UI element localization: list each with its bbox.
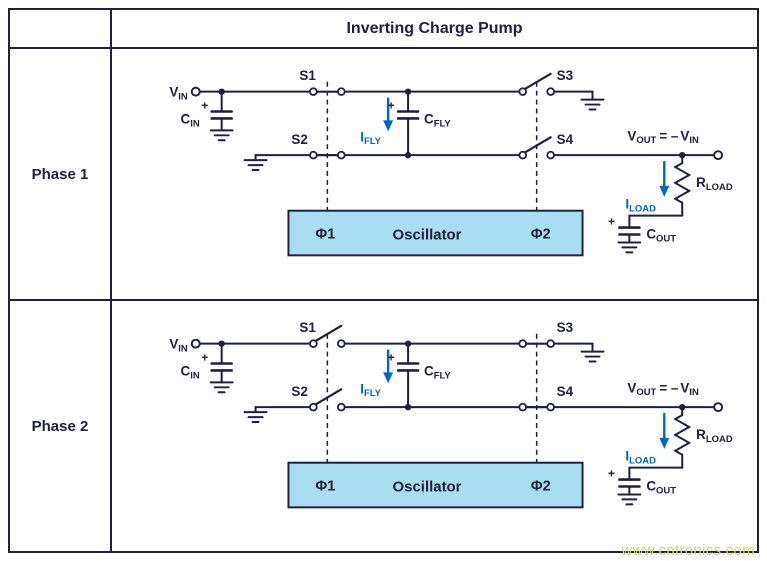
- switch-s3: [518, 339, 555, 348]
- page-title: Inverting Charge Pump: [110, 10, 757, 47]
- s3-label: S3: [557, 320, 573, 335]
- cfly-plus: +: [388, 351, 395, 365]
- ifly-label: IFLY: [360, 381, 381, 399]
- vin-terminal: [190, 338, 201, 349]
- phase1-circuit-diagram: Oscillator Φ1 Φ2 VIN CIN + S1 S2 S3 S4 I…: [169, 68, 733, 257]
- vin-label: VIN: [169, 337, 188, 355]
- cfly-capacitor: [396, 90, 420, 157]
- iload-label: ILOAD: [625, 197, 656, 215]
- phase2-circuit-diagram: Oscillator Φ1 Φ2 VIN CIN + S1 S2 S3 S4 I…: [169, 320, 733, 509]
- s4-label: S4: [557, 132, 574, 147]
- output-branch: [617, 154, 692, 254]
- cout-label: COUT: [646, 479, 676, 497]
- header-blank-cell: [10, 10, 110, 47]
- junction-dot: [404, 88, 412, 95]
- ground-left: [243, 154, 268, 172]
- junction-dot: [404, 403, 412, 411]
- cout-label: COUT: [646, 227, 676, 245]
- junction-dot: [679, 403, 686, 411]
- iload-current-arrow: [659, 413, 670, 449]
- cin-label: CIN: [181, 363, 200, 381]
- oscillator-box: [287, 209, 584, 257]
- phase1-circuit-cell: Oscillator Φ1 Φ2 VIN CIN + S1 S2 S3 S4 I…: [110, 47, 757, 299]
- cfly-label: CFLY: [424, 111, 451, 129]
- vin-label: VIN: [169, 85, 188, 103]
- oscillator-label: Oscillator: [393, 228, 462, 244]
- phi2-label: Φ2: [531, 227, 551, 243]
- phase1-row-label: Phase 1: [10, 47, 110, 299]
- oscillator-box: [287, 461, 584, 509]
- ifly-current-arrow: [383, 97, 394, 132]
- cfly-plus: +: [388, 99, 395, 113]
- rload-resistor: [673, 162, 692, 204]
- s1-label: S1: [299, 68, 316, 83]
- s2-label: S2: [291, 384, 307, 399]
- switch-s4: [518, 136, 555, 160]
- cout-plus: +: [608, 215, 615, 229]
- rail-wires: [198, 90, 716, 157]
- ifly-current-arrow: [383, 349, 394, 384]
- switch-s2: [309, 388, 346, 412]
- rload-resistor: [673, 414, 692, 456]
- vout-terminal: [713, 150, 724, 161]
- switch-s2: [309, 150, 346, 160]
- rload-label: RLOAD: [696, 175, 733, 193]
- junction-dot: [679, 151, 686, 159]
- cout-plus: +: [608, 467, 615, 481]
- phi1-label: Φ1: [315, 479, 335, 495]
- switch-s1: [309, 87, 346, 96]
- s1-label: S1: [299, 320, 316, 335]
- phi1-label: Φ1: [315, 227, 335, 243]
- cin-label: CIN: [181, 111, 200, 129]
- iload-label: ILOAD: [625, 449, 656, 467]
- cfly-capacitor: [396, 342, 420, 409]
- phi-control-lines: [326, 333, 538, 463]
- ground-left: [243, 406, 268, 424]
- vout-label: VOUT= –VIN: [627, 128, 699, 146]
- phi-control-lines: [326, 81, 538, 211]
- diagram-table: Inverting Charge Pump Phase 1: [8, 8, 759, 553]
- vout-label: VOUT= –VIN: [627, 380, 699, 398]
- iload-current-arrow: [659, 161, 670, 197]
- cfly-label: CFLY: [424, 363, 451, 381]
- cin-capacitor: [209, 90, 234, 142]
- junction-dot: [404, 151, 412, 159]
- cin-plus: +: [201, 351, 208, 365]
- switch-s4: [518, 402, 555, 412]
- cin-plus: +: [201, 99, 208, 113]
- oscillator-label: Oscillator: [393, 480, 462, 496]
- phi2-label: Φ2: [531, 479, 551, 495]
- junction-dot: [218, 340, 225, 347]
- phase2-row-label: Phase 2: [10, 299, 110, 551]
- phase2-circuit-cell: Oscillator Φ1 Φ2 VIN CIN + S1 S2 S3 S4 I…: [110, 299, 757, 551]
- s2-label: S2: [291, 132, 307, 147]
- switch-s3: [518, 72, 555, 96]
- cin-capacitor: [209, 342, 234, 394]
- ifly-label: IFLY: [360, 129, 381, 147]
- s4-label: S4: [557, 384, 574, 399]
- junction-dot: [218, 88, 225, 95]
- switch-s1: [309, 324, 346, 348]
- output-branch: [617, 406, 692, 506]
- s3-label: S3: [557, 68, 573, 83]
- ground-top-right: [580, 342, 605, 363]
- vin-terminal: [190, 86, 201, 97]
- vout-terminal: [713, 402, 724, 413]
- ground-top-right: [580, 90, 605, 111]
- junction-dot: [404, 340, 412, 347]
- watermark: www.cntronics.com: [621, 542, 755, 559]
- rload-label: RLOAD: [696, 427, 733, 445]
- rail-wires: [198, 342, 716, 409]
